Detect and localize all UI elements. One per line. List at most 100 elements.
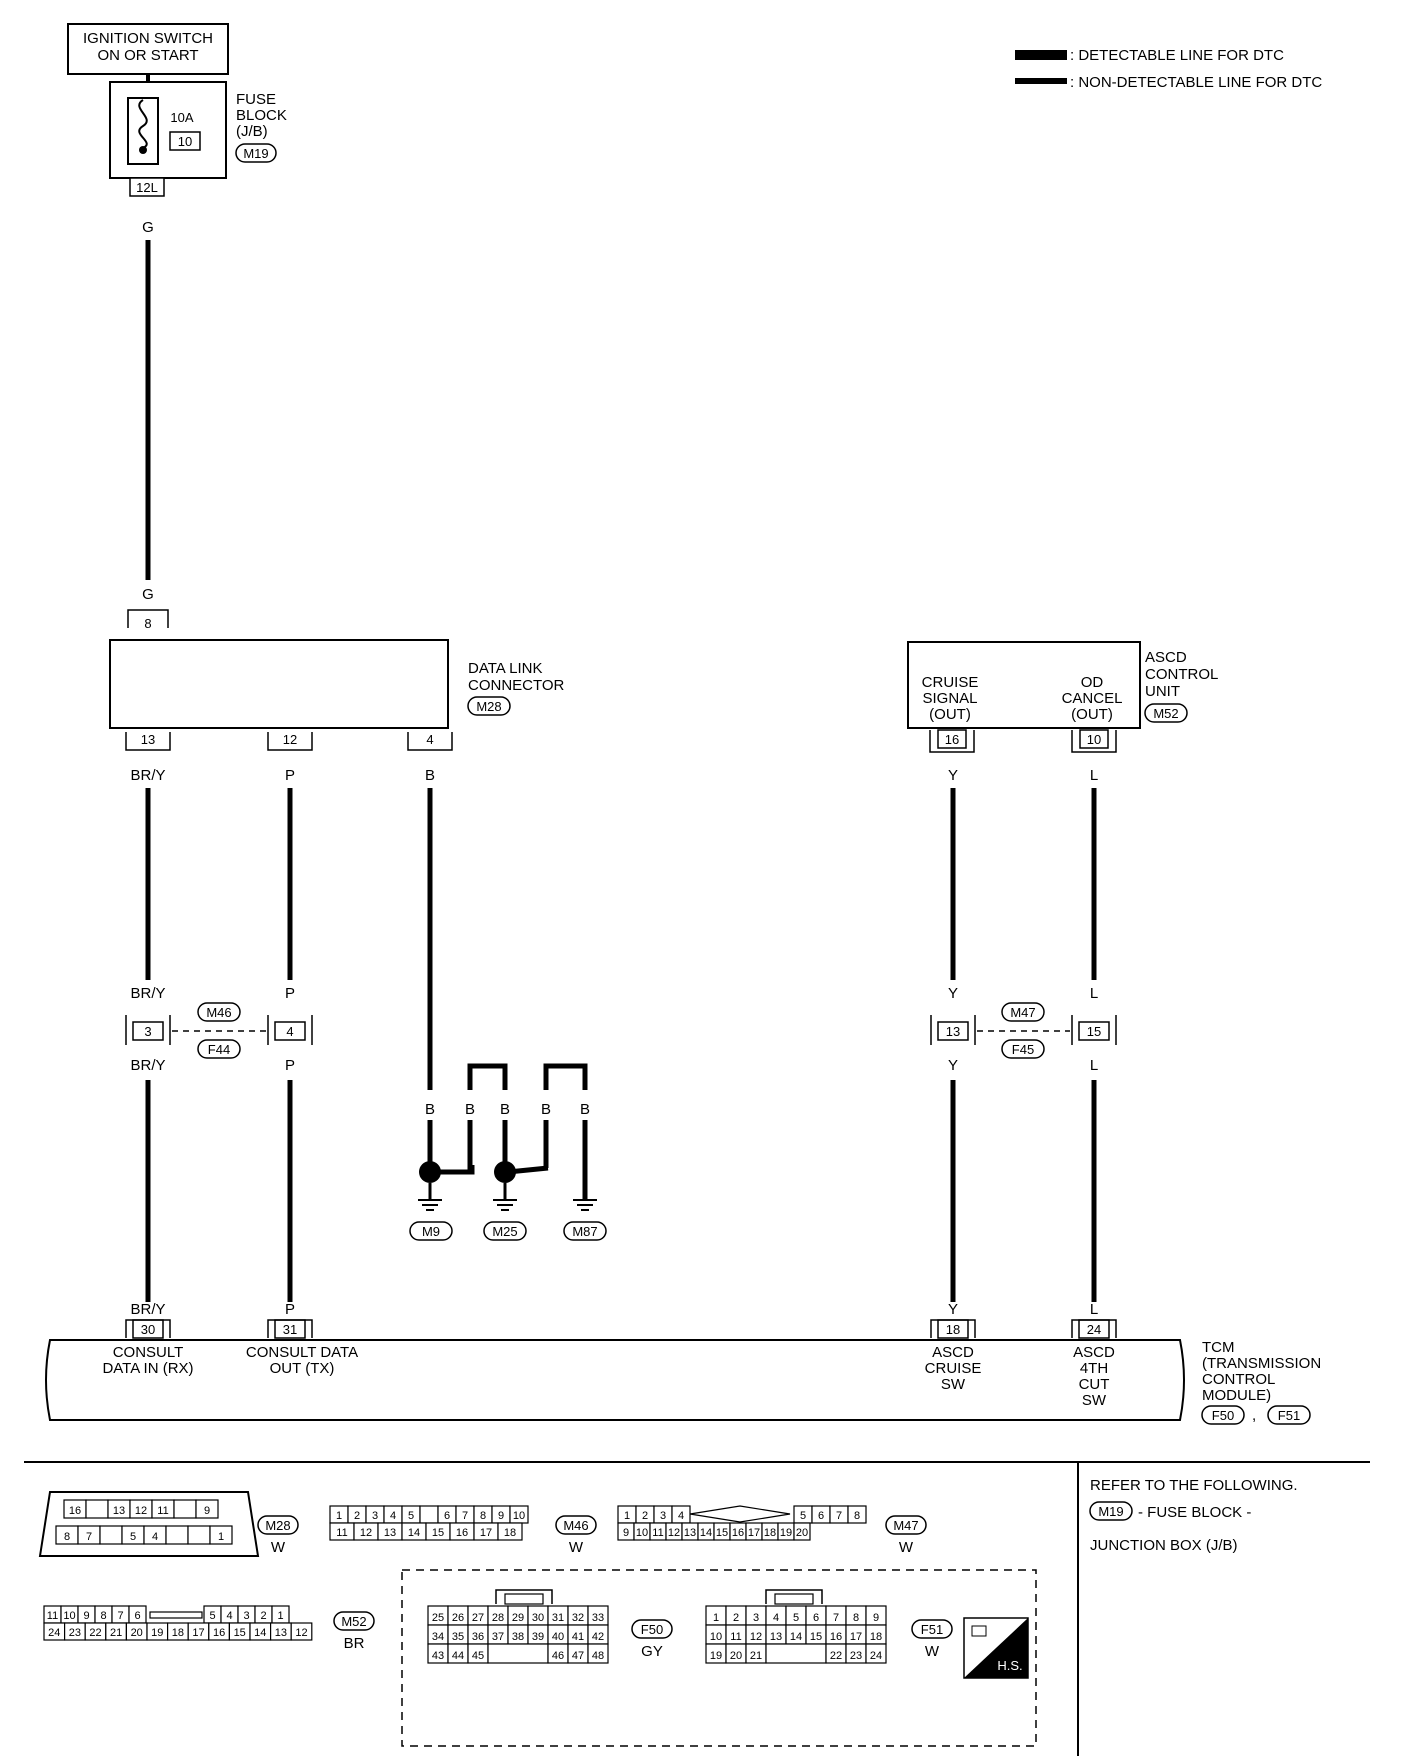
- m47-pin: 13: [684, 1527, 696, 1539]
- m46-pin: 16: [456, 1527, 468, 1539]
- m46-pin: 17: [480, 1527, 492, 1539]
- m46-pin: 11: [336, 1527, 347, 1539]
- pin-cell: [187, 1525, 211, 1545]
- m52-color: BR: [344, 1635, 365, 1652]
- f51-pin: 7: [833, 1612, 839, 1624]
- m52-pin: 22: [89, 1627, 101, 1639]
- svg-text:(OUT): (OUT): [1071, 706, 1113, 723]
- m47-pin: 20: [796, 1527, 808, 1539]
- dlc-terminal-12: 12: [283, 732, 297, 747]
- svg-text:(OUT): (OUT): [929, 706, 971, 723]
- m46-pin: 1: [336, 1510, 342, 1522]
- m28-pin: 7: [86, 1531, 92, 1543]
- svg-text:P: P: [285, 1301, 295, 1318]
- svg-text:REFER TO THE FOLLOWING.: REFER TO THE FOLLOWING.: [1090, 1477, 1298, 1494]
- wires: [145, 788, 1097, 1302]
- data-link-connector: G 8 DATA LINK CONNECTOR M28 13 12 4 BR/Y…: [109, 586, 565, 784]
- m46-pin: 7: [462, 1510, 468, 1522]
- pin-cell: [793, 1522, 811, 1541]
- svg-text:IGNITION SWITCH: IGNITION SWITCH: [83, 30, 213, 47]
- f51-pin: 17: [850, 1631, 862, 1643]
- ignition-switch: IGNITION SWITCH ON OR START: [67, 23, 229, 75]
- m46-pin: 5: [408, 1510, 414, 1522]
- connector-id-oval: [911, 1619, 953, 1639]
- svg-text:CONSULT: CONSULT: [113, 1344, 184, 1361]
- f50-pin: 40: [552, 1631, 564, 1643]
- m52-pin: 18: [172, 1627, 184, 1639]
- f50-pin: 43: [432, 1650, 444, 1662]
- m28-pin: 1: [218, 1531, 224, 1543]
- svg-text:BR/Y: BR/Y: [130, 767, 165, 784]
- svg-text:B: B: [465, 1101, 475, 1118]
- m52-pin: 1: [277, 1610, 283, 1622]
- pin-cell: [497, 1522, 523, 1541]
- svg-text:(J/B): (J/B): [236, 123, 268, 140]
- svg-text:CRUISE: CRUISE: [925, 1360, 982, 1377]
- m52-pin: 16: [213, 1627, 225, 1639]
- svg-text:SIGNAL: SIGNAL: [922, 690, 977, 707]
- f51-pin: 2: [733, 1612, 739, 1624]
- svg-text:UNIT: UNIT: [1145, 683, 1180, 700]
- legend-detectable: : DETECTABLE LINE FOR DTC: [1070, 47, 1284, 64]
- m52-pin: 23: [69, 1627, 81, 1639]
- junction-right-lower: F45: [1012, 1042, 1034, 1057]
- svg-text:MODULE): MODULE): [1202, 1387, 1271, 1404]
- svg-text:P: P: [285, 1057, 295, 1074]
- m47-color: W: [899, 1539, 914, 1556]
- f50-pin: 33: [592, 1612, 604, 1624]
- m47-pin: 7: [836, 1510, 842, 1522]
- m46-pin: 14: [408, 1527, 420, 1539]
- svg-text:CUT: CUT: [1079, 1376, 1110, 1393]
- f51-pin: 23: [850, 1650, 862, 1662]
- m28-pin: 13: [113, 1505, 125, 1517]
- f50-color: GY: [641, 1643, 663, 1660]
- svg-text:B: B: [425, 1101, 435, 1118]
- f50-pin: 46: [552, 1650, 564, 1662]
- m47-pin: 16: [732, 1527, 744, 1539]
- pin-cell: [165, 1525, 189, 1545]
- ground-m9: M9: [422, 1224, 440, 1239]
- f50-pin: 35: [452, 1631, 464, 1643]
- m46-pin: 18: [504, 1527, 516, 1539]
- svg-text:B: B: [425, 767, 435, 784]
- m46-pin: 15: [432, 1527, 444, 1539]
- m46-pin: 13: [384, 1527, 396, 1539]
- f50-pin: 44: [452, 1650, 464, 1662]
- f50-pin: 45: [472, 1650, 484, 1662]
- f50-pin: 29: [512, 1612, 524, 1624]
- ground-splice-2: [494, 1161, 516, 1183]
- m47-pin: 2: [642, 1510, 648, 1522]
- m52-id: M52: [341, 1614, 366, 1629]
- f50-pin: 48: [592, 1650, 604, 1662]
- f50-pin: 31: [552, 1612, 564, 1624]
- junction-left-lower: F44: [208, 1042, 230, 1057]
- svg-text:- FUSE BLOCK -: - FUSE BLOCK -: [1138, 1504, 1251, 1521]
- m46-pin: 9: [498, 1510, 504, 1522]
- svg-text:BLOCK: BLOCK: [236, 107, 287, 124]
- m52-pin: 17: [192, 1627, 204, 1639]
- m47-pin: 12: [668, 1527, 680, 1539]
- tcm: BR/Y P Y L 30 31 18 24 CONSULT DATA IN (…: [45, 1301, 1321, 1425]
- m52-pin: 4: [226, 1610, 232, 1622]
- f51-pin: 6: [813, 1612, 819, 1624]
- svg-text:ASCD: ASCD: [932, 1344, 974, 1361]
- ascd-terminal-10: 10: [1087, 732, 1101, 747]
- m52-pin: 9: [83, 1610, 89, 1622]
- m52-pin: 8: [100, 1610, 106, 1622]
- f50-pin: 34: [432, 1631, 444, 1643]
- m28-pin: 9: [204, 1505, 210, 1517]
- m46-pin: 10: [513, 1510, 525, 1522]
- f51-pin: 13: [770, 1631, 782, 1643]
- ground-icon: [418, 1199, 597, 1211]
- svg-text:BR/Y: BR/Y: [130, 1301, 165, 1318]
- hs-label: H.S.: [997, 1658, 1022, 1673]
- m47-pin: 15: [716, 1527, 728, 1539]
- m46-pin: 3: [372, 1510, 378, 1522]
- m47-pin: 10: [636, 1527, 648, 1539]
- f50-id: F50: [641, 1622, 663, 1637]
- m52-pin: 5: [209, 1610, 215, 1622]
- svg-text:TCM: TCM: [1202, 1339, 1235, 1356]
- f51-pin: 15: [810, 1631, 822, 1643]
- svg-text:Y: Y: [948, 985, 958, 1002]
- f50-pin: 30: [532, 1612, 544, 1624]
